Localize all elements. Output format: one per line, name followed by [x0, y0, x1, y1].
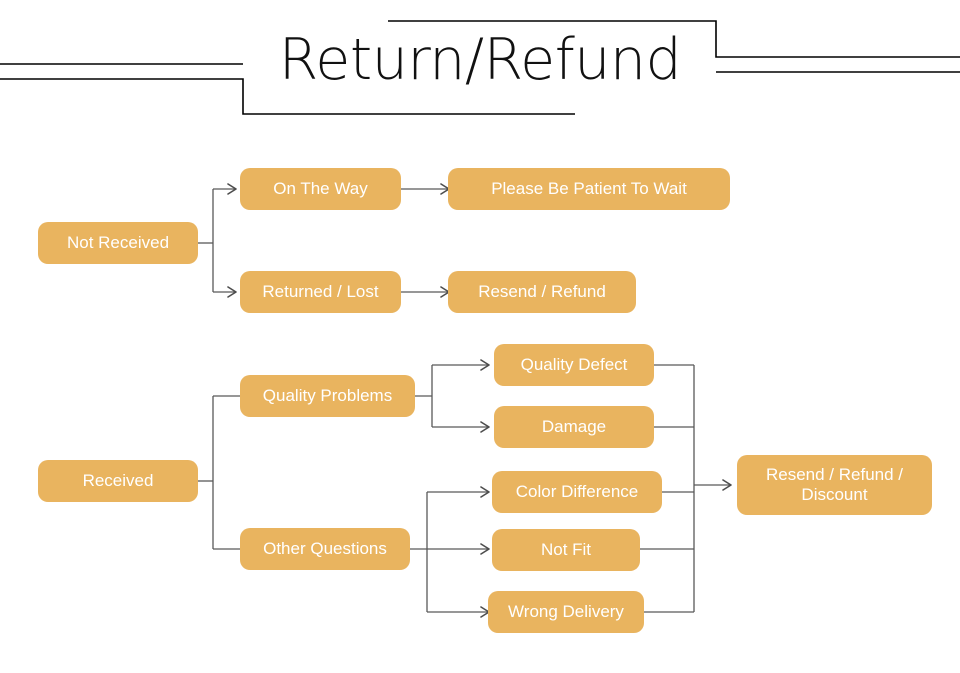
node-resend-refund[interactable]: Resend / Refund [448, 271, 636, 313]
node-quality-defect[interactable]: Quality Defect [494, 344, 654, 386]
node-received[interactable]: Received [38, 460, 198, 502]
header: Return/Refund [0, 0, 960, 130]
node-quality-problems[interactable]: Quality Problems [240, 375, 415, 417]
node-returned-lost[interactable]: Returned / Lost [240, 271, 401, 313]
node-on-the-way[interactable]: On The Way [240, 168, 401, 210]
header-decoration-lines [0, 20, 960, 115]
node-wrong-delivery[interactable]: Wrong Delivery [488, 591, 644, 633]
node-not-fit[interactable]: Not Fit [492, 529, 640, 571]
node-color-difference[interactable]: Color Difference [492, 471, 662, 513]
node-damage[interactable]: Damage [494, 406, 654, 448]
node-please-be-patient-to-wait[interactable]: Please Be Patient To Wait [448, 168, 730, 210]
node-other-questions[interactable]: Other Questions [240, 528, 410, 570]
node-resend-refund-discount[interactable]: Resend / Refund / Discount [737, 455, 932, 515]
node-not-received[interactable]: Not Received [38, 222, 198, 264]
page-title: Return/Refund [278, 27, 682, 93]
